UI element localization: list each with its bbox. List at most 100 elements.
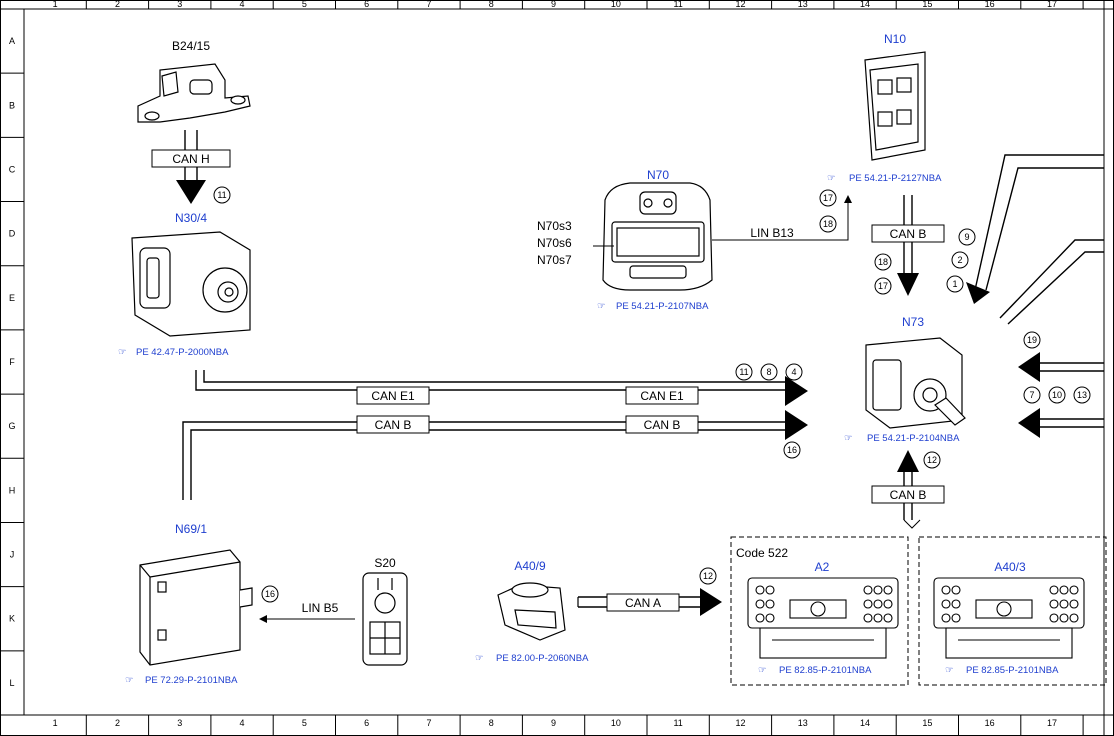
component-a40-3-label: A40/3 <box>994 560 1026 574</box>
grid-col-label: 6 <box>364 0 369 9</box>
grid-col-label: 13 <box>798 718 808 728</box>
component-n30-4-label: N30/4 <box>175 211 207 225</box>
component-a2-label: A2 <box>815 560 830 574</box>
n70-switch-s7: N70s7 <box>537 253 572 267</box>
grid-col-label: 11 <box>673 0 682 9</box>
marker-7: 7 <box>1023 386 1041 404</box>
svg-text:11: 11 <box>217 190 226 200</box>
component-n70-ref: PE 54.21-P-2107NBA <box>616 301 709 312</box>
marker-9: 9 <box>958 228 976 246</box>
grid-row-label: G <box>8 421 15 431</box>
svg-text:9: 9 <box>964 232 969 242</box>
component-n10: N10 ☞ PE 54.21-P-2127NBA <box>827 32 942 184</box>
marker-18-n10: 18 <box>819 215 837 233</box>
reference-icon: ☞ <box>475 653 484 664</box>
svg-text:8: 8 <box>766 367 771 377</box>
component-b24-15: B24/15 <box>137 39 251 123</box>
n70-switch-s6: N70s6 <box>537 236 572 250</box>
component-n73-label: N73 <box>902 315 924 329</box>
grid-col-label: 10 <box>611 718 621 728</box>
component-a40-3-ref: PE 82.85-P-2101NBA <box>966 665 1059 676</box>
grid-col-label: 9 <box>551 0 556 9</box>
bus-label-can-b-n10: CAN B <box>890 227 927 241</box>
bus-label-lin-b13: LIN B13 <box>750 226 794 240</box>
component-n30-4: N30/4 PE 42.47-P-2000NBA ☞ <box>118 211 251 358</box>
grid-col-label: 11 <box>673 718 682 728</box>
grid-col-label: 16 <box>985 718 995 728</box>
bus-label-can-e1-left: CAN E1 <box>371 389 415 403</box>
svg-text:11: 11 <box>739 367 748 377</box>
component-n69-1: N69/1 ☞ PE 72.29-P-2101NBA <box>125 522 253 686</box>
grid-col-label: 4 <box>240 0 245 9</box>
grid-col-label: 3 <box>177 0 182 9</box>
marker-17-n10: 17 <box>819 189 837 207</box>
n70-switch-s3: N70s3 <box>537 219 572 233</box>
grid-col-label: 16 <box>985 0 995 9</box>
grid-col-label: 15 <box>922 718 932 728</box>
component-b24-15-label: B24/15 <box>172 39 210 53</box>
grid-col-label: 3 <box>177 718 182 728</box>
grid-col-label: 10 <box>611 0 621 9</box>
grid-col-label: 9 <box>551 718 556 728</box>
bus-label-lin-b5: LIN B5 <box>302 601 339 615</box>
marker-16-lin: 16 <box>261 585 279 603</box>
grid-col-label: 14 <box>860 718 870 728</box>
marker-8-e1: 8 <box>760 363 778 381</box>
component-n10-ref: PE 54.21-P-2127NBA <box>849 173 942 184</box>
marker-12-n73: 12 <box>923 451 941 469</box>
grid-row-label: J <box>10 550 15 560</box>
svg-text:16: 16 <box>265 589 275 599</box>
bus-label-can-h: CAN H <box>172 152 209 166</box>
marker-17-canb: 17 <box>874 277 892 295</box>
grid-row-label: F <box>9 357 15 367</box>
component-a40-3: A40/3 ☞ PE 82.85-P-2101NBA <box>933 560 1085 676</box>
grid-col-label: 12 <box>735 718 745 728</box>
component-a2-ref: PE 82.85-P-2101NBA <box>779 665 872 676</box>
grid-col-label: 17 <box>1047 718 1057 728</box>
svg-text:18: 18 <box>878 257 888 267</box>
svg-text:18: 18 <box>823 219 833 229</box>
bus-label-can-a: CAN A <box>625 596 661 610</box>
bus-label-can-b-a2: CAN B <box>890 488 927 502</box>
grid-row-label: B <box>9 100 15 110</box>
grid-col-label: 14 <box>860 0 870 9</box>
grid-row-label: K <box>9 614 15 624</box>
component-n69-1-ref: PE 72.29-P-2101NBA <box>145 675 238 686</box>
component-n73: N73 ☞ PE 54.21-P-2104NBA <box>844 315 966 444</box>
marker-18-canb: 18 <box>874 253 892 271</box>
marker-13: 13 <box>1073 386 1091 404</box>
marker-11-e1: 11 <box>735 363 753 381</box>
grid-row-label: C <box>9 164 16 174</box>
sensor-icon <box>137 63 251 123</box>
component-n10-label: N10 <box>884 32 906 46</box>
grid-row-label: D <box>9 229 16 239</box>
grid-row-label: L <box>9 678 14 688</box>
door-module-icon <box>139 549 253 666</box>
circled-markers: 11 17 18 9 2 1 18 17 11 8 4 16 19 7 10 1… <box>213 186 1091 603</box>
grid-col-label: 5 <box>302 0 307 9</box>
svg-text:19: 19 <box>1027 335 1037 345</box>
marker-1: 1 <box>946 275 964 293</box>
reference-icon: ☞ <box>125 675 134 686</box>
component-n69-1-label: N69/1 <box>175 522 207 536</box>
grid-col-label: 5 <box>302 718 307 728</box>
marker-16-canb: 16 <box>783 441 801 459</box>
reference-icon: ☞ <box>844 433 853 444</box>
svg-text:13: 13 <box>1077 390 1087 400</box>
svg-text:4: 4 <box>791 367 796 377</box>
grid-row-label: A <box>9 36 15 46</box>
grid-col-label: 15 <box>922 0 932 9</box>
overhead-panel-icon <box>602 182 713 291</box>
grid-col-label: 12 <box>735 0 745 9</box>
control-module-icon <box>864 51 926 161</box>
grid-col-label: 1 <box>53 718 58 728</box>
component-a40-9-ref: PE 82.00-P-2060NBA <box>496 653 589 664</box>
component-a40-9: A40/9 ☞ PE 82.00-P-2060NBA <box>475 559 589 664</box>
component-n30-4-ref: PE 42.47-P-2000NBA <box>136 347 229 358</box>
grid-row-label: E <box>9 293 15 303</box>
bus-labels: CAN H CAN E1 CAN E1 CAN B CAN B LIN B13 … <box>151 149 945 615</box>
dashed-groups: Code 522 <box>730 536 1107 686</box>
marker-10: 10 <box>1048 386 1066 404</box>
grid-col-label: 2 <box>115 0 120 9</box>
